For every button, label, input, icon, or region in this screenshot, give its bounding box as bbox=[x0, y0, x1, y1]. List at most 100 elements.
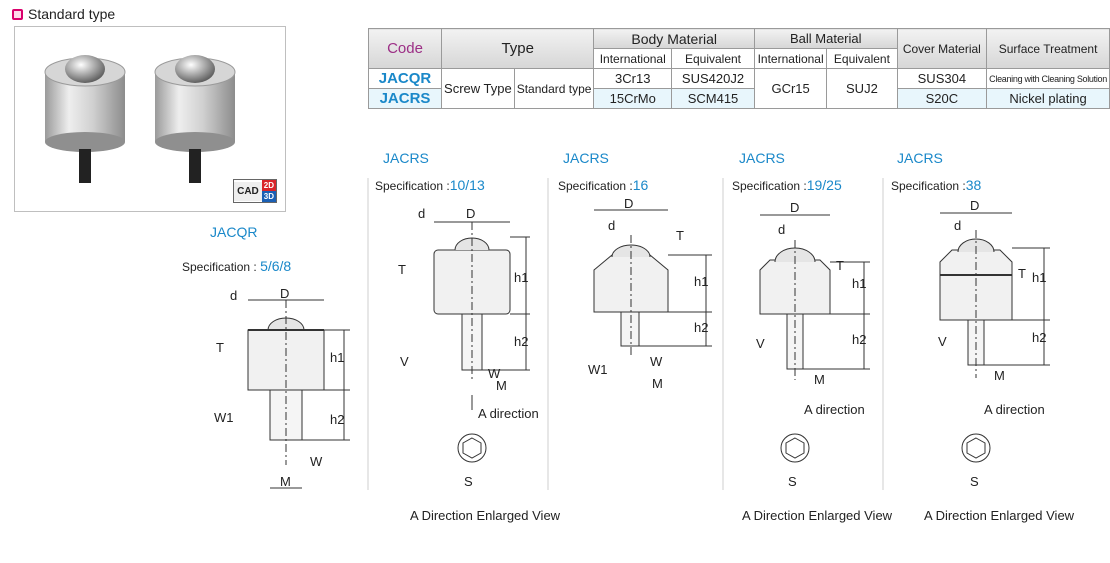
drawing-3-model: JACRS bbox=[563, 150, 609, 166]
section-marker-icon bbox=[12, 8, 23, 20]
dim-h1: h1 bbox=[852, 276, 867, 291]
a-direction-label: A direction bbox=[804, 402, 865, 417]
drawing-2-spec: Specification :10/13 bbox=[375, 177, 485, 193]
dim-T: T bbox=[836, 258, 844, 273]
ball-roller-1 bbox=[44, 55, 126, 183]
dim-D: D bbox=[624, 196, 634, 211]
dim-W: W bbox=[488, 366, 501, 381]
dim-d: d bbox=[778, 222, 786, 237]
header-body-material: Body Material bbox=[593, 28, 755, 49]
dim-W: W bbox=[650, 354, 663, 369]
row-type-standard: Standard type bbox=[513, 68, 595, 109]
enlarged-view-label: A Direction Enlarged View bbox=[924, 508, 1075, 523]
drawing-separators bbox=[367, 178, 884, 490]
ball-roller-2 bbox=[154, 55, 236, 183]
dim-h2: h2 bbox=[694, 320, 709, 335]
dim-M: M bbox=[652, 376, 663, 391]
dim-S: S bbox=[970, 474, 979, 489]
dim-d: d bbox=[418, 206, 426, 221]
drawing-4-model: JACRS bbox=[739, 150, 785, 166]
section-header: Standard type bbox=[12, 6, 115, 22]
drawing-2-jacrs bbox=[433, 221, 530, 463]
dim-h1: h1 bbox=[514, 270, 529, 285]
drawing-3-spec: Specification :16 bbox=[558, 177, 648, 193]
product-photo bbox=[44, 55, 236, 183]
dim-h1: h1 bbox=[1032, 270, 1047, 285]
dim-W: W bbox=[310, 454, 323, 469]
row-type-screw: Screw Type bbox=[441, 68, 515, 109]
dim-M: M bbox=[814, 372, 825, 387]
dim-T: T bbox=[676, 228, 684, 243]
header-body-equivalent: Equivalent bbox=[671, 48, 755, 69]
drawing-1-spec: Specification : 5/6/8 bbox=[182, 258, 291, 274]
dim-d: d bbox=[954, 218, 962, 233]
dim-d: d bbox=[608, 218, 616, 233]
row-ball-intl: GCr15 bbox=[753, 68, 828, 109]
dim-V: V bbox=[400, 354, 409, 369]
drawing-4-spec: Specification :19/25 bbox=[732, 177, 842, 193]
dim-T: T bbox=[1018, 266, 1026, 281]
enlarged-view-label: A Direction Enlarged View bbox=[742, 508, 893, 523]
dim-D: D bbox=[790, 200, 800, 215]
dim-d: d bbox=[230, 288, 238, 303]
a-direction-label: A direction bbox=[478, 406, 539, 421]
spec-value: 38 bbox=[965, 177, 982, 193]
drawing-5-model: JACRS bbox=[897, 150, 943, 166]
header-ball-international: International bbox=[753, 48, 828, 69]
spec-label: Specification : bbox=[375, 179, 450, 193]
row-ball-eq: SUJ2 bbox=[826, 68, 898, 109]
drawing-2-model: JACRS bbox=[383, 150, 429, 166]
cad-3d-label: 3D bbox=[261, 191, 276, 202]
dim-T: T bbox=[398, 262, 406, 277]
dim-M: M bbox=[994, 368, 1005, 383]
header-type: Type bbox=[441, 28, 595, 69]
row-code: JACQR bbox=[367, 68, 443, 89]
dim-h2: h2 bbox=[1032, 330, 1047, 345]
spec-value: 19/25 bbox=[806, 177, 842, 193]
drawing-5-jacrs bbox=[939, 212, 1050, 463]
row-cover: S20C bbox=[896, 88, 988, 109]
dim-h1: h1 bbox=[694, 274, 709, 289]
dim-S: S bbox=[788, 474, 797, 489]
dim-D: D bbox=[280, 286, 290, 301]
spec-label: Specification : bbox=[732, 179, 807, 193]
cad-label: CAD bbox=[234, 181, 262, 201]
spec-value: 10/13 bbox=[449, 177, 485, 193]
dim-h2: h2 bbox=[852, 332, 867, 347]
dim-W1: W1 bbox=[214, 410, 234, 425]
dim-W1: W1 bbox=[588, 362, 608, 377]
row-body-intl: 15CrMo bbox=[593, 88, 673, 109]
drawing-5-spec: Specification :38 bbox=[891, 177, 981, 193]
dim-V: V bbox=[938, 334, 947, 349]
spec-label: Specification : bbox=[182, 260, 257, 274]
spec-label: Specification : bbox=[891, 179, 966, 193]
row-code: JACRS bbox=[367, 88, 443, 109]
dim-M: M bbox=[280, 474, 291, 489]
drawing-4-jacrs bbox=[759, 214, 870, 463]
product-photo-panel: CAD 2D 3D bbox=[14, 26, 286, 212]
spec-label: Specification : bbox=[558, 179, 633, 193]
drawing-1-jacqr bbox=[247, 299, 350, 489]
dim-h1: h1 bbox=[330, 350, 345, 365]
header-surface-treatment: Surface Treatment bbox=[986, 28, 1110, 69]
dim-D: D bbox=[970, 198, 980, 213]
dim-V: V bbox=[756, 336, 765, 351]
dim-S: S bbox=[464, 474, 473, 489]
header-cover-material: Cover Material bbox=[896, 28, 988, 69]
cad-2d-label: 2D bbox=[261, 180, 276, 191]
material-table: Code Type Body Material Ball Material Co… bbox=[367, 28, 1110, 109]
a-direction-label: A direction bbox=[984, 402, 1045, 417]
section-title: Standard type bbox=[28, 6, 116, 22]
cad-badge[interactable]: CAD 2D 3D bbox=[233, 179, 277, 203]
dim-h2: h2 bbox=[514, 334, 529, 349]
dim-T: T bbox=[216, 340, 224, 355]
spec-value: 5/6/8 bbox=[260, 258, 292, 274]
spec-value: 16 bbox=[632, 177, 649, 193]
drawing-1-model: JACQR bbox=[210, 224, 258, 240]
dim-h2: h2 bbox=[330, 412, 345, 427]
drawing-3-jacrs bbox=[593, 209, 712, 355]
row-surface: Nickel plating bbox=[986, 88, 1110, 109]
row-body-eq: SCM415 bbox=[671, 88, 755, 109]
dim-M: M bbox=[496, 378, 507, 393]
